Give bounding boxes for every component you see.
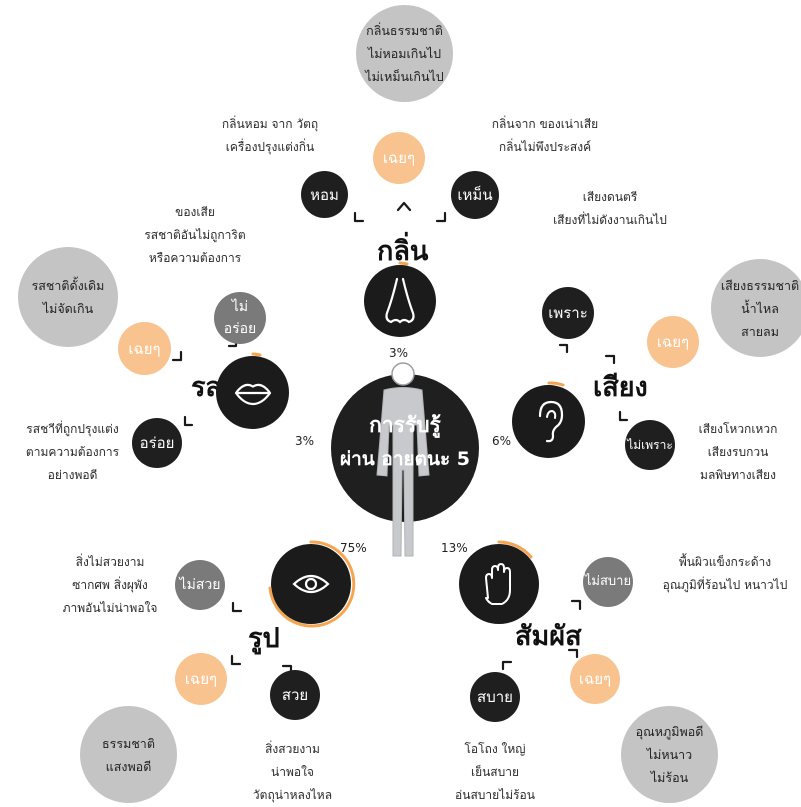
sound-bad-desc: เสียงโหวกเหวกเสียงรบกวนมลพิษทางเสียง [698, 422, 778, 482]
sight-bad-desc: สิ่งไม่สวยงามซากศพ สิ่งผุพังภาพอันไม่น่า… [62, 555, 158, 615]
smell-neutral-bubble: กลิ่นธรรมชาติ ไม่หอมเกินไป ไม่เหม็นเกินไ… [356, 5, 453, 102]
smell-bad-node: เหม็น [451, 171, 499, 219]
center-title-line2: ผ่าน อายตนะ 5 [340, 448, 470, 470]
sight-percent-arc [268, 540, 356, 628]
sound-bad-node: ไม่เพราะ [625, 420, 675, 470]
sight-bad-node: ไม่สวย [175, 560, 225, 610]
touch-bad-desc: พื้นผิวแข็งกระด้างอุณภูมิที่ร้อนไป หนาวไ… [662, 555, 788, 592]
center-title: การรับรู้ ผ่าน อายตนะ 5 [331, 408, 479, 476]
taste-bad-desc: ของเสียรสชาติอันไม่ถูการิตหรือความต้องกา… [144, 205, 246, 265]
sound-percent: 6% [492, 434, 512, 448]
sight-percent: 75% [340, 541, 367, 555]
sound-title: เสียง [593, 372, 648, 403]
taste-neutral-bubble: รสชาติดั้งเดิม ไม่จัดเกิน [18, 247, 118, 347]
touch-title: สัมผัส [515, 621, 582, 652]
smell-good-desc: กลิ่นหอม จาก วัตถุเครื่องปรุงแต่งกิ่น [221, 117, 319, 154]
center-title-line1: การรับรู้ [369, 413, 441, 437]
smell-icon-circle [364, 265, 436, 337]
smell-neutral-node: เฉยๆ [373, 132, 425, 184]
sound-good-node: เพราะ [542, 287, 594, 339]
touch-neutral-bubble: อุณหภูมิพอดีไม่หนาวไม่ร้อน [621, 706, 718, 803]
taste-good-node: อร่อย [132, 418, 182, 468]
touch-bad-node: ไม่สบาย [583, 557, 633, 607]
sound-percent-arc [547, 381, 565, 387]
sound-good-desc: เสียงดนตรีเสียงที่ไม่ดังงานเกินไป [553, 190, 667, 227]
touch-good-desc: โอโถง ใหญ่เย็นสบายอ่นสบายไม่ร้อน [455, 742, 535, 802]
sight-icon-circle [271, 544, 351, 624]
touch-good-node: สบาย [470, 672, 520, 722]
taste-bad-node: ไม่อร่อย [214, 292, 266, 344]
touch-percent-arc [497, 540, 533, 559]
touch-percent: 13% [441, 541, 468, 555]
sight-neutral-node: เฉยๆ [175, 653, 227, 705]
sight-good-desc: สิ่งสวยงามน่าพอใจวัตถุน่าหลงไหล [252, 742, 333, 802]
sound-neutral-bubble: เสียงธรรมชาติ น้ำไหล สายลม [711, 259, 801, 357]
smell-percent: 3% [389, 346, 409, 360]
sight-good-node: สวย [270, 670, 320, 720]
smell-good-node: หอม [301, 171, 348, 218]
sight-title: รูป [248, 623, 280, 654]
taste-neutral-node: เฉยๆ [118, 322, 171, 375]
taste-percent-arc [251, 352, 262, 357]
sound-neutral-node: เฉยๆ [647, 316, 699, 368]
sight-neutral-bubble: ธรรมชาติแสงพอดี [80, 706, 177, 803]
sound-icon-circle [512, 385, 585, 458]
touch-icon-circle [459, 544, 539, 624]
smell-bad-desc: กลิ่นจาก ของเน่าเสียกลิ่นไม่พึงประสงค์ [491, 117, 599, 154]
taste-good-desc: รสชาีที่ถูกปรุงแต่งตามความต้องการอย่างพอ… [25, 422, 120, 482]
touch-neutral-node: เฉยๆ [570, 654, 620, 704]
smell-percent-arc [398, 261, 409, 266]
taste-percent: 3% [295, 434, 315, 448]
